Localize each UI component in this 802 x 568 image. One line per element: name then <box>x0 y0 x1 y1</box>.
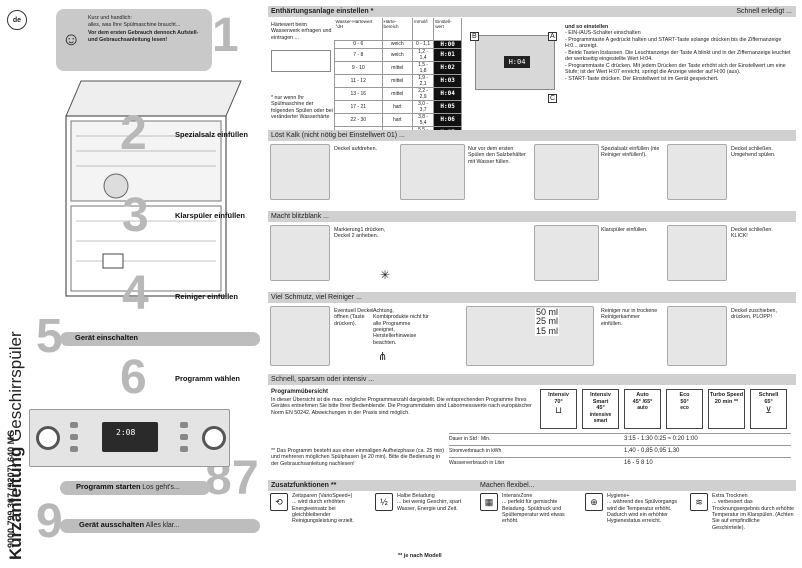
rinse-open-image <box>270 225 330 281</box>
language-badge: de <box>7 10 27 30</box>
step7-bar <box>60 481 210 495</box>
panel-display-frame: 2:08 <box>102 422 158 452</box>
salt-cap-close-image <box>667 144 727 200</box>
step6-label: Programm wählen <box>175 374 241 383</box>
spray-icon: ⋔ <box>378 351 388 363</box>
intensive-icon: ⊔ <box>554 405 563 416</box>
step-number-4: 4 <box>122 267 149 320</box>
intro-box: ☺ Kurz und handlich: alles, was Ihre Spü… <box>56 9 212 71</box>
rinse-close-image <box>667 225 727 281</box>
detergent-open-image <box>270 306 330 366</box>
program-key-3[interactable] <box>70 446 78 452</box>
step6-header: Schnell, sparsam oder intensiv ... <box>268 374 796 385</box>
extras-footnote: ** je nach Modell <box>398 553 442 559</box>
smiley-icon: ☺ <box>62 29 81 49</box>
step4-label: Reiniger einfüllen <box>175 292 238 301</box>
key-label-b: B <box>470 32 479 41</box>
extras-header: Zusatzfunktionen ** Machen flexibel... <box>268 480 796 491</box>
step1-instruction: Härtewert beim Wasserwerk erfragen und e… <box>271 22 332 41</box>
setting-display: H:04 <box>504 56 530 68</box>
detergent-fill-image <box>466 306 594 366</box>
step5-label: Gerät einschalten <box>75 333 138 342</box>
dose-marks: 50 ml 25 ml 15 ml <box>535 307 560 337</box>
step-number-6: 6 <box>120 351 147 404</box>
step4-header: Viel Schmutz, viel Reiniger ... <box>268 292 796 303</box>
step1-header: Enthärtungsanlage einstellen *Schnell er… <box>268 6 796 17</box>
step7-text: Programm starten Los geht's... <box>76 482 180 491</box>
rinse-fill-image <box>534 225 599 281</box>
intro-line2: alles, was Ihre Spülmaschine braucht... <box>88 21 181 28</box>
hardness-entry-box[interactable] <box>271 50 331 72</box>
intro-line1: Kurz und handlich: <box>88 15 132 21</box>
program-key-1[interactable] <box>70 422 78 428</box>
program-overview-text: In dieser Übersicht ist die max. möglich… <box>271 397 532 416</box>
setting-instructions: und so einstellen - EIN-/AUS-Schalter ei… <box>565 24 791 82</box>
program-key-4[interactable] <box>180 422 188 428</box>
start-knob[interactable] <box>202 426 226 450</box>
step3-header: Macht blitzblank ... <box>268 211 796 222</box>
step3-label: Klarspüler einfüllen <box>175 211 246 220</box>
step-number-2: 2 <box>120 107 147 160</box>
step-number-3: 3 <box>122 189 149 242</box>
step-number-7: 7 <box>232 452 259 505</box>
document-code: 9000 799 367 (9207) 640 MG <box>6 429 16 548</box>
step2-label: Spezialsalz einfüllen <box>175 130 248 139</box>
panel-display: 2:08 <box>116 428 136 437</box>
salt-fill-image <box>534 144 599 200</box>
program-key-6[interactable] <box>180 446 188 452</box>
program-key-5[interactable] <box>180 434 188 440</box>
program-overview-title: Programmübersicht <box>271 389 329 395</box>
step-number-1: 1 <box>212 9 239 62</box>
program-key-2[interactable] <box>70 434 78 440</box>
step9-bar <box>60 519 260 533</box>
hardness-table: Wasser-Härtewert °dH Härte-bereich mmol/… <box>334 18 462 140</box>
power-knob[interactable] <box>36 426 60 450</box>
control-panel-illustration: H:04 <box>475 35 555 90</box>
control-panel: 2:08 <box>29 409 230 467</box>
quick-icon: ⊻ <box>765 405 772 416</box>
hygiene-icon: ⊕ <box>585 493 603 511</box>
salt-cap-open-image <box>270 144 330 200</box>
consumption-duration: Dauer in Std : Min.3:15 - 1:30 0:25 ≈ 0:… <box>449 433 791 443</box>
extra-dry-icon: ≋ <box>690 493 708 511</box>
dishwasher-illustration <box>65 80 242 297</box>
clock-icon: ⟲ <box>270 493 288 511</box>
step1-note: * nur wenn Ihr Spülmaschine der folgende… <box>271 95 333 121</box>
step-number-5: 5 <box>36 310 63 363</box>
program-note: ** Das Programm besteht aus einer einmal… <box>271 448 445 467</box>
intensive-zone-icon: ▦ <box>480 493 498 511</box>
sparkle-icon: ✳ <box>380 268 391 282</box>
step2-header: Löst Kalk (nicht nötig bei Einstellwert … <box>268 130 796 141</box>
step5-bar <box>60 332 260 346</box>
salt-fill-water-image <box>400 144 465 200</box>
key-label-c: C <box>548 94 558 103</box>
half-load-icon: ½ <box>375 493 393 511</box>
step-number-9: 9 <box>36 495 63 548</box>
detergent-close-image <box>667 306 727 366</box>
intro-line3: Vor dem ersten Gebrauch dennoch Aufstell… <box>88 30 199 43</box>
key-label-a: A <box>548 32 557 41</box>
step9-text: Gerät ausschalten Alles klar... <box>79 520 180 529</box>
